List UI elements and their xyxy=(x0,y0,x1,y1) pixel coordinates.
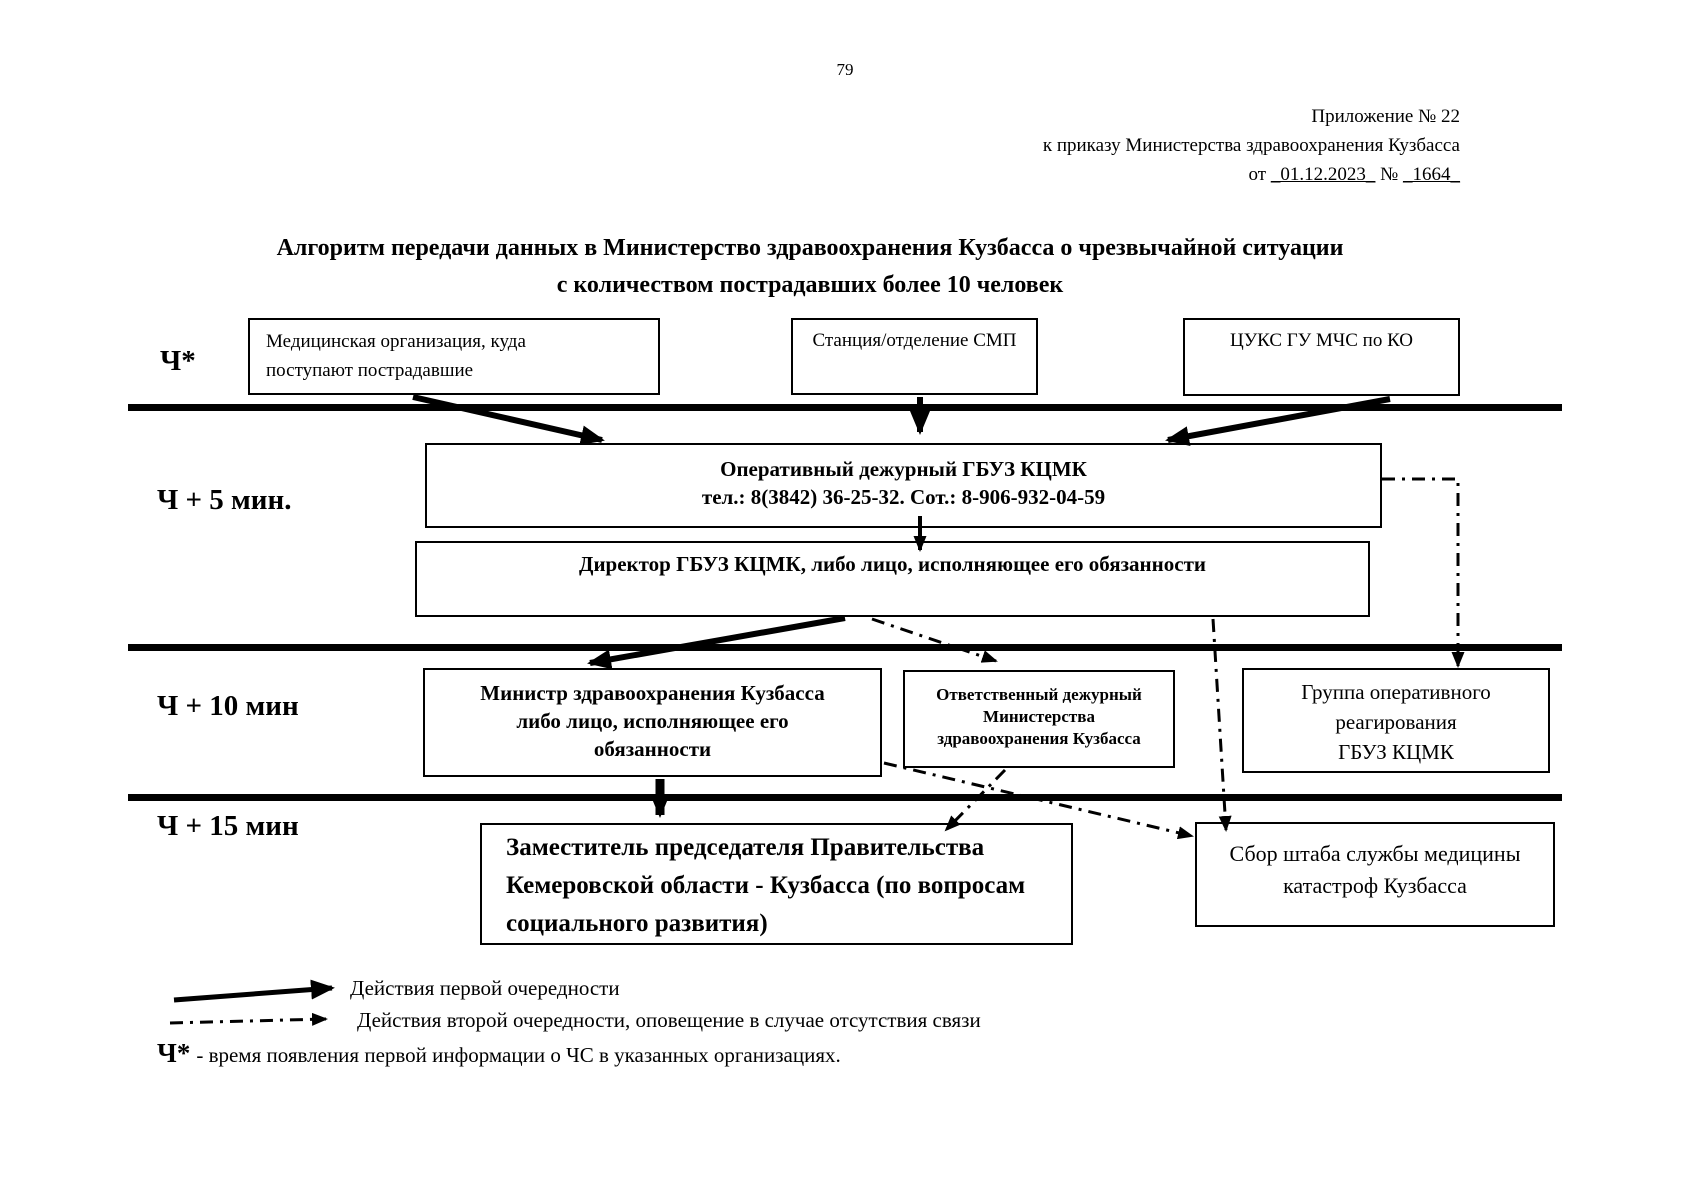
box-deputy-chairman-line3: социального развития) xyxy=(506,910,768,937)
legend-second-priority-label: Действия второй очередности, оповещение … xyxy=(357,1008,981,1032)
box-medical-organization-line1: Медицинская организация, куда xyxy=(266,331,526,352)
arrow-director-to-minister xyxy=(587,615,846,670)
box-disaster-medicine-hq-line2: катастроф Кузбасса xyxy=(1283,873,1467,898)
appendix-header-line2: к приказу Министерства здравоохранения К… xyxy=(1042,135,1460,156)
box-deputy-chairman: Заместитель председателя Правительства К… xyxy=(480,823,1073,945)
box-deputy-chairman-line1: Заместитель председателя Правительства xyxy=(506,834,985,861)
box-operational-response-group-line2: реагирования xyxy=(1335,710,1457,734)
box-deputy-chairman-line2: Кемеровской области - Кузбасса (по вопро… xyxy=(506,872,1026,899)
appendix-header-line1: Приложение № 22 xyxy=(1311,106,1460,127)
order-date: _01.12.2023_ xyxy=(1270,164,1376,185)
box-ministry-duty-officer-line2: Министерства xyxy=(983,707,1095,726)
box-operational-response-group-line3: ГБУЗ КЦМК xyxy=(1338,740,1454,764)
legend-footnote: Ч*- время появления первой информации о … xyxy=(157,1038,841,1069)
box-director-kcmk: Директор ГБУЗ КЦМК, либо лицо, исполняющ… xyxy=(415,541,1370,617)
legend-solid-arrow xyxy=(173,979,335,1003)
legend-footnote-text: - время появления первой информации о ЧС… xyxy=(196,1043,841,1067)
timeline-label-ch-5min: Ч + 5 мин. xyxy=(157,484,292,516)
diagram-title-line1: Алгоритм передачи данных в Министерство … xyxy=(276,235,1344,261)
dash-arrow-director-to-ministry-duty-officer xyxy=(871,617,998,663)
legend-footnote-symbol: Ч* xyxy=(157,1038,191,1068)
box-health-minister-line3: обязанности xyxy=(593,737,712,761)
box-operative-duty-officer: Оперативный дежурный ГБУЗ КЦМК тел.: 8(3… xyxy=(425,443,1382,528)
appendix-header: Приложение № 22 к приказу Министерства з… xyxy=(1043,102,1460,189)
appendix-header-line3: от _01.12.2023_ № _1664_ xyxy=(1043,160,1460,189)
box-operational-response-group: Группа оперативного реагирования ГБУЗ КЦ… xyxy=(1242,668,1550,773)
box-health-minister-line2: либо лицо, исполняющее его xyxy=(516,709,789,733)
timeline-label-ch: Ч* xyxy=(160,345,196,377)
box-health-minister: Министр здравоохранения Кузбасса либо ли… xyxy=(423,668,882,777)
box-ministry-duty-officer-line3: здравоохранения Кузбасса xyxy=(937,729,1141,748)
box-operational-response-group-line1: Группа оперативного xyxy=(1301,680,1491,704)
diagram-title: Алгоритм передачи данных в Министерство … xyxy=(60,230,1560,304)
timeline-label-ch-10min: Ч + 10 мин xyxy=(157,690,299,722)
box-medical-organization: Медицинская организация, куда поступают … xyxy=(248,318,660,395)
box-operative-duty-line1: Оперативный дежурный ГБУЗ КЦМК xyxy=(720,457,1087,481)
order-number: _1664_ xyxy=(1403,164,1460,185)
order-date-prefix: от xyxy=(1248,164,1267,185)
diagram-title-line2: с количеством пострадавших более 10 чело… xyxy=(556,272,1064,298)
box-ministry-duty-officer: Ответственный дежурный Министерства здра… xyxy=(903,670,1175,768)
box-disaster-medicine-hq: Сбор штаба службы медицины катастроф Куз… xyxy=(1195,822,1555,927)
order-number-sign: № xyxy=(1380,164,1399,185)
legend-first-priority-label: Действия первой очередности xyxy=(350,976,620,1000)
box-operative-duty-phone: тел.: 8(3842) 36-25-32. Сот.: 8-906-932-… xyxy=(701,485,1106,509)
box-medical-organization-line2: поступают пострадавшие xyxy=(266,360,474,381)
timeline-separator-3 xyxy=(128,794,1562,801)
box-smp-station: Станция/отделение СМП xyxy=(791,318,1038,395)
page-number: 79 xyxy=(836,60,854,79)
timeline-separator-2 xyxy=(128,644,1562,651)
box-health-minister-line1: Министр здравоохранения Кузбасса xyxy=(480,681,825,705)
timeline-label-ch-15min: Ч + 15 мин xyxy=(157,810,299,842)
box-disaster-medicine-hq-line1: Сбор штаба службы медицины xyxy=(1229,841,1521,866)
box-cuks-mchs: ЦУКС ГУ МЧС по КО xyxy=(1183,318,1460,396)
dash-arrow-operative-to-response-group xyxy=(1382,477,1465,668)
box-ministry-duty-officer-line1: Ответственный дежурный xyxy=(936,685,1142,704)
legend-dashdot-arrow xyxy=(169,1012,328,1026)
timeline-separator-1 xyxy=(128,404,1562,411)
